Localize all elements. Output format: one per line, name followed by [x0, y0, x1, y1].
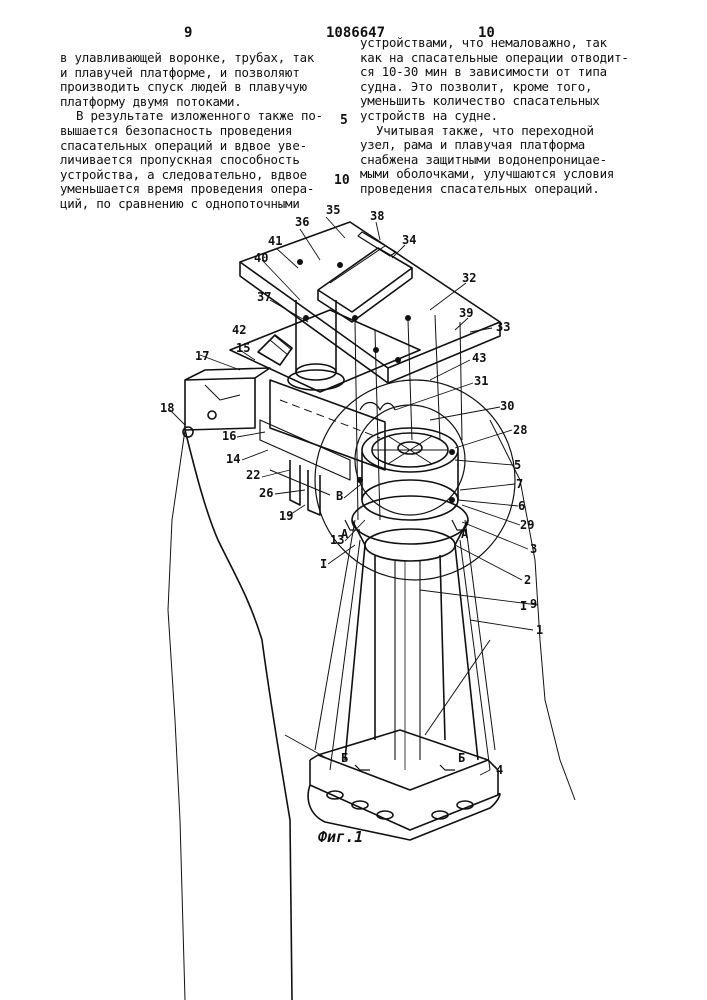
label-section-b-left: Б [341, 751, 348, 765]
label-section-b-right: Б [458, 751, 465, 765]
label-33: 33 [496, 320, 510, 334]
label-section-a-right: А [461, 527, 469, 541]
leg-22 [290, 460, 300, 505]
label-16: 16 [222, 429, 236, 443]
label-39: 39 [459, 306, 473, 320]
label-18: 18 [160, 401, 174, 415]
label-32: 32 [462, 271, 476, 285]
label-22: 22 [246, 468, 260, 482]
figure-caption: Фиг.1 [318, 828, 363, 846]
label-roman-i-left: I [320, 557, 327, 571]
label-37: 37 [257, 290, 271, 304]
label-28: 28 [513, 423, 527, 437]
label-1: 1 [536, 623, 543, 637]
label-roman-i-right: I [520, 599, 527, 613]
label-6: 6 [518, 499, 525, 513]
label-31: 31 [474, 374, 488, 388]
box-17-18 [185, 378, 255, 430]
label-19: 19 [279, 509, 293, 523]
label-35: 35 [326, 203, 340, 217]
rail-34 [318, 248, 412, 312]
label-29: 29 [520, 518, 534, 532]
label-5: 5 [514, 458, 521, 472]
label-38: 38 [370, 209, 384, 223]
label-section-a-left: А [341, 527, 349, 541]
label-15: 15 [236, 341, 250, 355]
valve-42 [258, 335, 292, 365]
label-4: 4 [496, 763, 503, 777]
hull-wall-outline [185, 430, 292, 1000]
circle-28 [355, 405, 465, 515]
label-41: 41 [268, 234, 282, 248]
label-43: 43 [472, 351, 486, 365]
main-column [345, 545, 478, 760]
leg-26 [308, 470, 320, 515]
label-40: 40 [254, 251, 268, 265]
label-36: 36 [295, 215, 309, 229]
label-30: 30 [500, 399, 514, 413]
label-26: 26 [259, 486, 273, 500]
label-14: 14 [226, 452, 240, 466]
label-2: 2 [524, 573, 531, 587]
hull-wall-edge [168, 430, 185, 1000]
label-3: 3 [530, 542, 537, 556]
label-cyrillic-v: В [336, 489, 343, 503]
label-42: 42 [232, 323, 246, 337]
label-7: 7 [516, 477, 523, 491]
label-9: 9 [530, 597, 537, 611]
label-17: 17 [195, 349, 209, 363]
label-34: 34 [402, 233, 416, 247]
